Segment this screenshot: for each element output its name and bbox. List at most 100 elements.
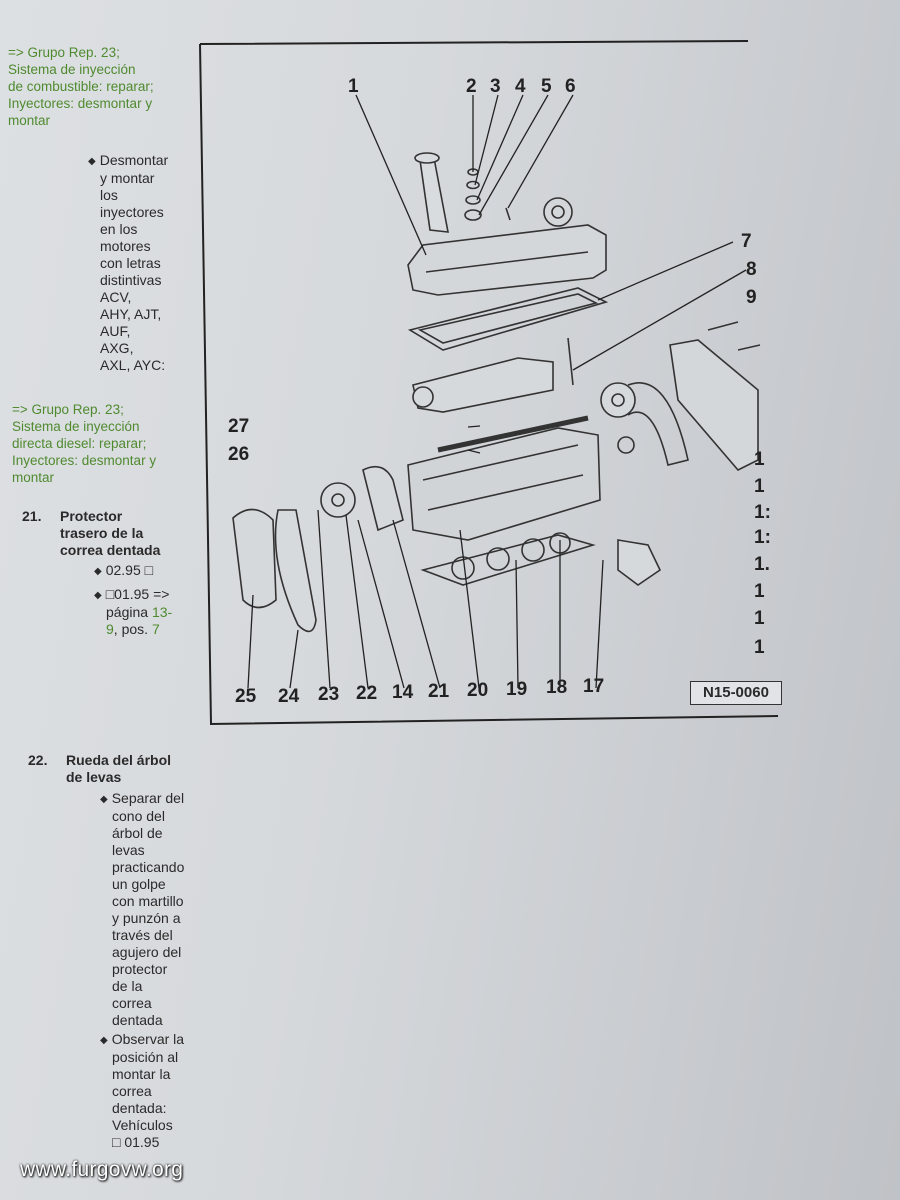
bullet-line: ACV, (100, 289, 132, 305)
bullet-injectors: ◆Desmontar y montar los inyectores en lo… (88, 152, 168, 374)
bullet-line: árbol de (112, 825, 163, 841)
page-prefix: página (106, 604, 152, 620)
section-number: 22. (28, 752, 48, 768)
bullet-line: protector (112, 961, 168, 977)
callout-label: 8 (746, 259, 757, 280)
section-title-line: trasero de la (60, 525, 144, 541)
section-title-line: correa dentada (60, 542, 161, 558)
section-21-title: 21. Protector trasero de la correa denta… (22, 508, 161, 559)
bullet-line: Desmontar (99, 152, 169, 168)
bullet-line: y punzón a (112, 910, 181, 926)
pos-prefix: , pos. (113, 621, 152, 637)
callout-label: 18 (546, 677, 567, 698)
engine-parts-drawing (232, 152, 761, 633)
callout-label: 21 (428, 681, 450, 702)
bracket (617, 539, 662, 586)
bullet-line: con martillo (112, 893, 184, 909)
callout-label: 9 (746, 287, 757, 308)
diagram-svg: 1 2 3 4 5 6 7 8 9 1 1 1: 1: 1. 1 1 1 27 … (199, 40, 779, 726)
bullet-line: inyectores (100, 204, 164, 220)
camshaft-housing (412, 357, 554, 413)
bullet-line: Vehículos (112, 1117, 173, 1133)
bullet-dot: ◆ (88, 156, 96, 167)
bullet-dot: ◆ (94, 590, 102, 601)
bullet-line: correa (112, 995, 152, 1011)
callout-label: 4 (515, 76, 526, 97)
link-line: Inyectores: desmontar y (12, 453, 157, 468)
bullet-dot: ◆ (100, 794, 108, 805)
callout-label: 1. (754, 554, 770, 575)
callout-label: 1 (754, 608, 765, 629)
link-line: Sistema de inyección (12, 419, 140, 434)
valve-cover (407, 224, 607, 296)
callout-label: 1 (754, 449, 765, 470)
cross-reference-link-diesel[interactable]: => Grupo Rep. 23; Sistema de inyección d… (12, 401, 156, 486)
section-title-line: Rueda del árbol (66, 752, 172, 768)
callout-label: 24 (278, 686, 300, 707)
callout-label: 7 (741, 231, 752, 252)
section-number: 21. (22, 508, 42, 524)
callout-label: 17 (583, 676, 604, 697)
bullet-line: distintivas (100, 272, 162, 288)
bullet-line: 02.95 □ (105, 562, 154, 578)
bullet-line: levas (112, 842, 145, 858)
bullet-dot: ◆ (100, 1035, 108, 1046)
callout-label: 14 (392, 682, 414, 703)
bullet-line: posición al (112, 1049, 179, 1065)
diagram-callouts: 1 2 3 4 5 6 7 8 9 1 1 1: 1: 1. 1 1 1 27 … (228, 76, 771, 707)
bullet-line: correa (112, 1083, 152, 1099)
link-line: => Grupo Rep. 23; (8, 45, 120, 60)
callout-label: 1 (754, 637, 765, 658)
link-line: => Grupo Rep. 23; (12, 402, 124, 417)
bullet-line: □01.95 => (105, 586, 170, 602)
link-line: montar (8, 113, 51, 128)
bullet-line: agujero del (112, 944, 182, 960)
section-title-line: Protector (60, 508, 123, 524)
timing-belt (274, 509, 317, 633)
bullet-line: montar la (112, 1066, 171, 1082)
bullet-line: y montar (100, 170, 155, 186)
section-22-bullets: ◆Separar del cono del árbol de levas pra… (100, 790, 184, 1151)
bullet-line: AXG, (100, 340, 134, 356)
link-line: de combustible: reparar; (8, 79, 154, 94)
link-line: montar (12, 470, 55, 485)
page-link[interactable]: 9 (106, 621, 114, 637)
callout-label: 1 (754, 581, 765, 602)
callout-label: 3 (490, 76, 501, 97)
cross-reference-link-injection[interactable]: => Grupo Rep. 23; Sistema de inyección d… (8, 44, 154, 129)
bullet-line: Separar del (111, 790, 185, 806)
callout-label: 19 (506, 679, 527, 700)
bullet-line: Observar la (111, 1031, 185, 1047)
site-watermark: www.furgovw.org (20, 1158, 184, 1181)
link-line: Sistema de inyección (8, 62, 136, 77)
callout-label: 20 (467, 680, 488, 701)
pump-sprocket (600, 382, 636, 418)
bullet-line: través del (112, 927, 173, 943)
page-link[interactable]: 13- (151, 604, 173, 620)
link-line: Inyectores: desmontar y (8, 96, 153, 111)
callout-label: 26 (228, 444, 249, 465)
head-gasket (420, 534, 596, 586)
position-link[interactable]: 7 (151, 621, 160, 637)
bullet-line: AHY, AJT, (100, 306, 162, 322)
figure-reference: N15-0060 (690, 681, 782, 705)
callout-label: 1: (754, 527, 771, 548)
bullet-line: dentada: (112, 1100, 167, 1116)
bullet-line: un golpe (112, 876, 166, 892)
camshaft (437, 415, 589, 453)
callout-label: 1 (754, 476, 765, 497)
callout-label: 25 (235, 686, 257, 707)
cover-gasket (407, 287, 609, 351)
bullet-line: dentada (112, 1012, 163, 1028)
diagram-frame (199, 40, 779, 726)
callout-label: 5 (541, 76, 552, 97)
section-title-line: de levas (66, 769, 122, 785)
bullet-line: practicando (112, 859, 185, 875)
leader-lines (247, 94, 747, 689)
filler-tube (419, 157, 449, 233)
bullet-line: motores (100, 238, 151, 254)
camshaft-sprocket (320, 482, 356, 518)
callout-label: 1 (348, 76, 359, 97)
bullet-dot: ◆ (94, 566, 102, 577)
